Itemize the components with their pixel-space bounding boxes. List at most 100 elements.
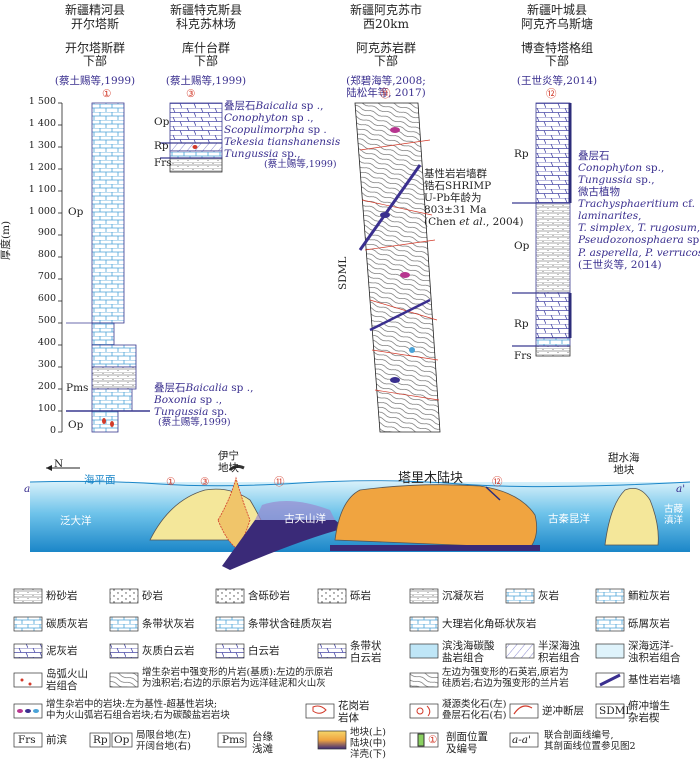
legend-marble-breccia: 大理岩化角砾状灰岩 xyxy=(442,618,537,630)
legend-limestone: 灰岩 xyxy=(538,590,559,602)
col1-unit-pms: Pms xyxy=(66,382,89,394)
legend-schist-matrix-1: 增生杂岩中强变形的片岩(基质):左边的示原岩 xyxy=(142,667,334,678)
legend-crust-3: 洋壳(下) xyxy=(350,748,386,760)
axis-tick-label: 1 300 xyxy=(28,139,56,151)
col1-fossil-1-name: Baicalia xyxy=(185,382,228,394)
col4-fossil-1: 叠层石 xyxy=(578,150,610,162)
section-a-right: a' xyxy=(676,483,686,495)
column-1-part: 下部 xyxy=(82,54,107,69)
axis-tick-label: 400 xyxy=(37,336,56,348)
legend-profile-code: a-a' xyxy=(512,734,531,746)
yining-label-1: 伊宁 xyxy=(218,450,239,462)
legend-symbols xyxy=(17,678,533,747)
column-1-lithology xyxy=(66,102,150,433)
legend-accretionary-wedge: 俯冲增生 杂岩楔 xyxy=(628,700,670,724)
col3-note-5a: (Chen xyxy=(424,216,460,229)
ocean-3-label: 古秦昆洋 xyxy=(548,513,590,525)
yining-label: 伊宁 地块 xyxy=(218,450,239,474)
legend-oolitic-limestone: 鲕粒灰岩 xyxy=(628,590,670,602)
legend-calcareous-dolomite: 灰质白云岩 xyxy=(142,645,195,657)
tianshui-label: 甜水海 地块 xyxy=(608,452,640,476)
legend-shelf-carbonate-2: 盐岩组合 xyxy=(442,652,484,665)
legend-siltstone: 粉砂岩 xyxy=(46,590,78,602)
legend-frs-code: Frs xyxy=(18,734,36,746)
legend-shoal-2: 浅滩 xyxy=(252,743,273,756)
ocean-2-label: 古天山洋 xyxy=(284,513,326,525)
column-2-ref: (蔡土赐等,1999) xyxy=(165,75,247,88)
yining-label-2: 地块 xyxy=(218,462,239,475)
column-3-group: 阿克苏岩群 xyxy=(355,40,416,55)
col1-fossils: 叠层石Baicalia sp ., Boxonia sp ., Tungussi… xyxy=(154,382,253,429)
legend-bathyal-turbidite-1: 半深海浊 xyxy=(538,640,580,652)
legend-platform-1: 局限台地(左) xyxy=(136,730,191,741)
column-1-region: 新疆精河县 xyxy=(64,3,125,17)
column-4-header: 新疆叶城县 阿克齐乌斯塘 博查特塔格组 下部 (王世炎等,2014) xyxy=(502,3,612,87)
col4-fossil-8-tail: sp., xyxy=(687,234,700,247)
legend-platform-2: 开阔台地(右) xyxy=(136,740,191,752)
legend-accretionary-wedge-1: 俯冲增生 xyxy=(628,700,670,712)
legend-schist-matrix-2: 为浊积岩;右边的示原岩为远洋硅泥和火山灰 xyxy=(142,677,326,689)
legend-op-code: Op xyxy=(114,734,130,746)
col1-fossil-3-tail: sp. xyxy=(208,406,228,419)
col1-unit-op-lower: Op xyxy=(68,419,84,431)
axis-tick-label: 500 xyxy=(37,315,56,326)
tectonic-section xyxy=(29,464,691,570)
section-a-left: a xyxy=(24,483,31,495)
sea-level-label: 海平面 xyxy=(84,474,116,486)
ocean-4-label: 古藏 滇洋 xyxy=(664,504,684,527)
col4-fossil-2-tail: sp., xyxy=(642,162,665,175)
col2-fossil-1-tail: sp ., xyxy=(297,100,324,112)
column-4-part: 下部 xyxy=(544,54,569,69)
col2-fossil-ref: (蔡土赐等,1999) xyxy=(264,159,337,171)
axis-tick-label: 1 200 xyxy=(28,161,56,173)
legend-shelf-carbonate: 滨浅海碳酸 盐岩组合 xyxy=(442,640,495,664)
column-2-region: 新疆特克斯县 xyxy=(169,3,242,17)
col3-note-1: 基性岩岩墙群 xyxy=(424,168,487,180)
legend-granite-1: 花岗岩 xyxy=(338,700,370,712)
legend-blocks-1: 增生杂岩中的岩块:左为基性-超基性岩块; xyxy=(46,699,218,710)
legend-accretionary-wedge-2: 杂岩楔 xyxy=(628,712,660,725)
legend-calcirudite: 砾屑灰岩 xyxy=(628,618,670,630)
col2-fossil-1: 叠层石 xyxy=(224,100,256,112)
col4-fossils: 叠层石 Conophyton sp., Tungussia sp., 微古植物 … xyxy=(578,150,700,271)
legend-arc-volcanic-1: 岛弧火山 xyxy=(46,668,88,680)
column-3-header: 新疆阿克苏市 西20km 阿克苏岩群 下部 (郑碧海等,2008; 陆松年等, … xyxy=(336,3,436,99)
legend-marl: 泥灰岩 xyxy=(46,645,78,657)
col4-unit-rp-upper: Rp xyxy=(514,148,529,160)
legend-thrust-fault: 逆冲断层 xyxy=(542,705,584,717)
column-2-group: 库什台群 xyxy=(181,40,230,55)
tianshui-label-1: 甜水海 xyxy=(608,452,640,464)
col3-note: 基性岩岩墙群 锆石SHRIMP U-Pb年龄为 803±31 Ma (Chen … xyxy=(424,168,523,228)
col3-sdml-label: SDML xyxy=(337,256,349,290)
col4-fossil-8: Pseudozonosphaera xyxy=(578,234,684,247)
legend-pelagic-turbidite-2: 浊积岩组合 xyxy=(628,652,681,665)
legend-banded-dolomite-2: 白云岩 xyxy=(350,652,382,665)
axis-tick-label: 600 xyxy=(37,293,56,305)
legend-mafic-dyke: 基性岩岩墙 xyxy=(628,674,681,686)
col1-fossil-ref: (蔡土赐等,1999) xyxy=(158,417,231,429)
col4-unit-frs: Frs xyxy=(514,350,532,362)
legend-section-position: 剖面位置 及编号 xyxy=(446,731,488,755)
col3-note-2: 锆石SHRIMP xyxy=(424,180,492,193)
legend-crust-2: 陆块(中) xyxy=(350,737,386,749)
col3-note-3: U-Pb年龄为 xyxy=(424,192,482,205)
legend-carbonaceous-limestone: 碳质灰岩 xyxy=(46,618,88,630)
axis-tick-label: 700 xyxy=(37,271,56,283)
ocean-4-label-1: 古藏 xyxy=(664,504,684,515)
col3-note-5b: et al. xyxy=(459,216,486,229)
col4-fossil-3: Tungussia xyxy=(578,174,633,187)
legend-pelagic-turbidite: 深海远洋- 浊积岩组合 xyxy=(628,640,681,664)
axis-tick-label: 800 xyxy=(37,249,56,261)
legend-quartzite-blueschist: 左边为强变形的石英岩,原岩为 硅质岩;右边为强变形的兰片岩 xyxy=(442,667,569,690)
legend-quartzite-blueschist-1: 左边为强变形的石英岩,原岩为 xyxy=(442,667,569,678)
legend-crust-1: 地块(上) xyxy=(350,727,386,738)
column-1-site: 开尔塔斯 xyxy=(70,16,119,31)
axis-tick-label: 1 000 xyxy=(28,205,56,217)
section-marker-12: ⑫ xyxy=(492,476,503,488)
col2-unit-frs: Frs xyxy=(154,157,172,169)
col2-fossil-2-tail: sp ., xyxy=(288,112,314,125)
legend-platform: 局限台地(左) 开阔台地(右) xyxy=(136,730,191,753)
legend-granite-2: 岩体 xyxy=(338,712,359,725)
col1-fossil-2: Boxonia xyxy=(154,394,197,407)
legend-profile-line-2: 其剖面线位置参见图2 xyxy=(544,740,636,752)
